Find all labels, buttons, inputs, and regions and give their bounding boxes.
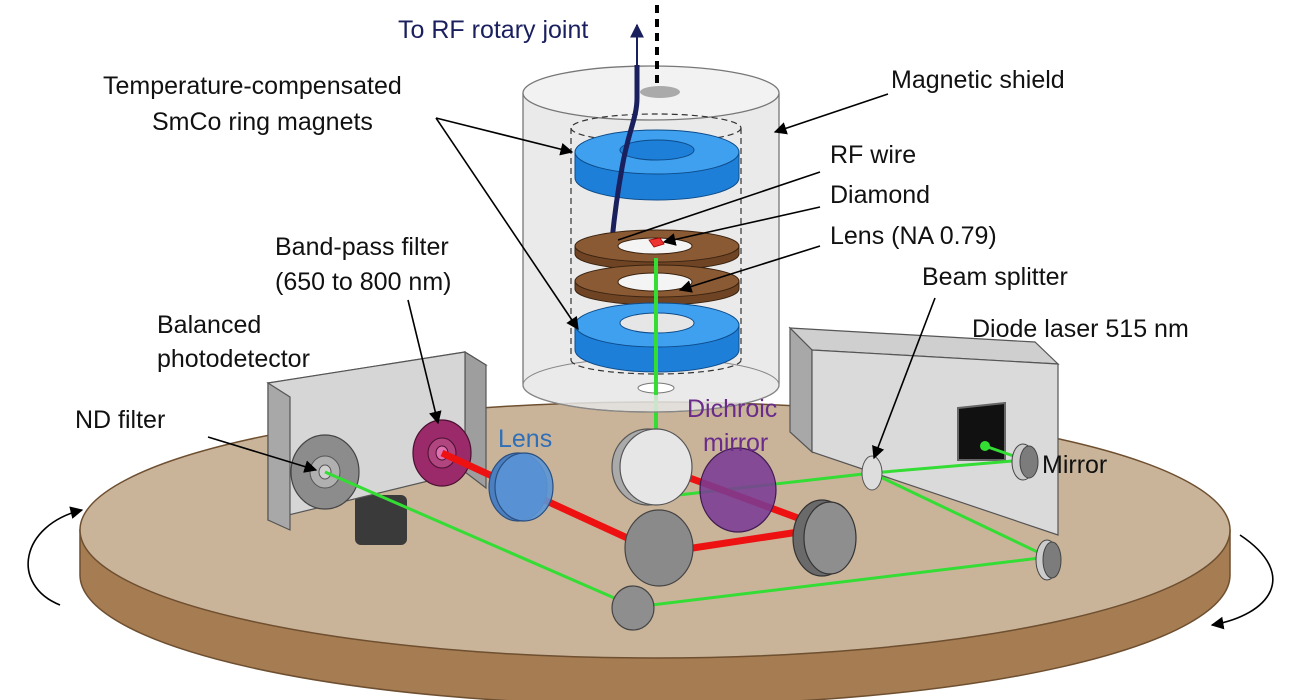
- label-rf-wire: RF wire: [830, 141, 916, 169]
- steering-mirror-center: [611, 428, 693, 506]
- label-beam-splitter: Beam splitter: [922, 263, 1068, 291]
- label-magnetic-shield: Magnetic shield: [891, 66, 1065, 94]
- label-magnets-line1: Temperature-compensated: [103, 72, 402, 100]
- label-diode-laser: Diode laser 515 nm: [972, 315, 1189, 343]
- dichroic-mirror: [699, 447, 777, 533]
- label-diamond: Diamond: [830, 181, 930, 209]
- label-band-pass-line2: (650 to 800 nm): [275, 268, 452, 296]
- label-mirror: Mirror: [1042, 451, 1107, 479]
- annotation-pointers: [207, 93, 936, 473]
- label-dichroic-line2: mirror: [703, 429, 768, 457]
- label-dichroic-line1: Dichroic: [687, 395, 777, 423]
- diamond-holder-ring: [574, 229, 740, 271]
- beam-splitter: [861, 455, 883, 491]
- fold-mirror-right: [792, 499, 857, 577]
- label-lens: Lens: [498, 425, 552, 453]
- lens: [488, 452, 554, 522]
- rotation-arrow-right-icon: [1210, 534, 1274, 630]
- label-balanced-line2: photodetector: [157, 345, 310, 373]
- label-lens-na: Lens (NA 0.79): [830, 222, 997, 250]
- mirror-laser: [1011, 443, 1039, 481]
- label-magnets-line2: SmCo ring magnets: [152, 108, 373, 136]
- fold-mirror-bottom: [624, 509, 694, 587]
- rotation-arrow-left-icon: [27, 506, 84, 606]
- label-band-pass-line1: Band-pass filter: [275, 233, 449, 261]
- mirror-right-far: [1035, 539, 1062, 581]
- mirror-bottom-left: [611, 585, 655, 631]
- label-rf-rotary-joint: To RF rotary joint: [398, 16, 588, 44]
- label-balanced-line1: Balanced: [157, 311, 261, 339]
- diode-laser: [788, 326, 1060, 536]
- ring-magnet-top: [574, 129, 740, 201]
- label-nd-filter: ND filter: [75, 406, 165, 434]
- rf-wire: [609, 65, 640, 241]
